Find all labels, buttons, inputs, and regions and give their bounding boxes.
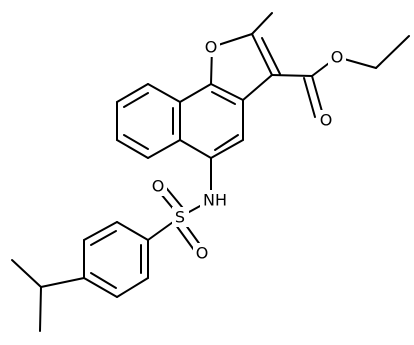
bond-isopropyl-me2	[39, 286, 42, 332]
bond-c3-c3a	[242, 74, 273, 101]
bond-ar-5	[116, 277, 149, 298]
bond-ar-2-double	[90, 230, 117, 246]
amine-nh-label: NH	[203, 191, 227, 210]
bond-ar-4	[83, 277, 118, 298]
atom-labels: O O O NH S O O	[149, 37, 346, 263]
bond-c5a-c5	[179, 139, 212, 159]
bond-ar-1	[116, 221, 149, 241]
bond-methyl	[251, 12, 273, 35]
bond-carbonyl-o	[311, 75, 324, 116]
bond-c9a-c9	[147, 83, 181, 103]
bond-ar-4-double	[90, 272, 117, 289]
bond-c3a-c9b	[210, 83, 244, 101]
ring-oxygen-atom: O	[202, 37, 220, 57]
bond-ar-isopropyl	[40, 277, 85, 288]
ester-ether-oxygen-label: O	[331, 48, 344, 67]
bond-c9b-c9a	[179, 83, 212, 103]
sulfur-label: S	[175, 208, 185, 227]
bond-c6-c5a	[147, 139, 181, 159]
ester-ether-oxygen-atom: O	[328, 47, 346, 67]
bond-c9-c8-double	[123, 92, 149, 108]
carbonyl-oxygen-atom: O	[317, 110, 335, 130]
bond-c2-c3	[251, 33, 273, 76]
sulfonyl-oxygen-top-atom: O	[149, 176, 167, 196]
bonds	[11, 12, 410, 332]
carbonyl-oxygen-label: O	[320, 111, 333, 130]
bond-c5-c4-double	[214, 134, 239, 151]
bond-c9-c8	[116, 83, 149, 103]
bond-c2-c3-double	[261, 37, 281, 75]
amine-nh-atom: NH	[200, 190, 230, 210]
sulfonyl-oxygen-bottom-atom: O	[193, 243, 211, 263]
bond-isopropyl-me1	[11, 259, 42, 288]
sulfonyl-oxygen-bottom-label: O	[196, 244, 209, 263]
sulfur-atom: S	[172, 207, 189, 227]
bond-c7-c6	[116, 139, 149, 159]
bond-carbonyl-o-double	[303, 77, 316, 118]
bond-c7-c6-double	[123, 134, 149, 150]
ring-oxygen-label: O	[205, 38, 218, 57]
bond-ar-2	[83, 221, 118, 241]
bond-ch2-ch3	[375, 35, 410, 69]
bond-c3a-c9b-double	[211, 91, 236, 105]
sulfonyl-oxygen-top-label: O	[152, 177, 165, 196]
bond-c3-carbonyl	[271, 74, 313, 77]
bond-c5-c4	[210, 139, 244, 159]
